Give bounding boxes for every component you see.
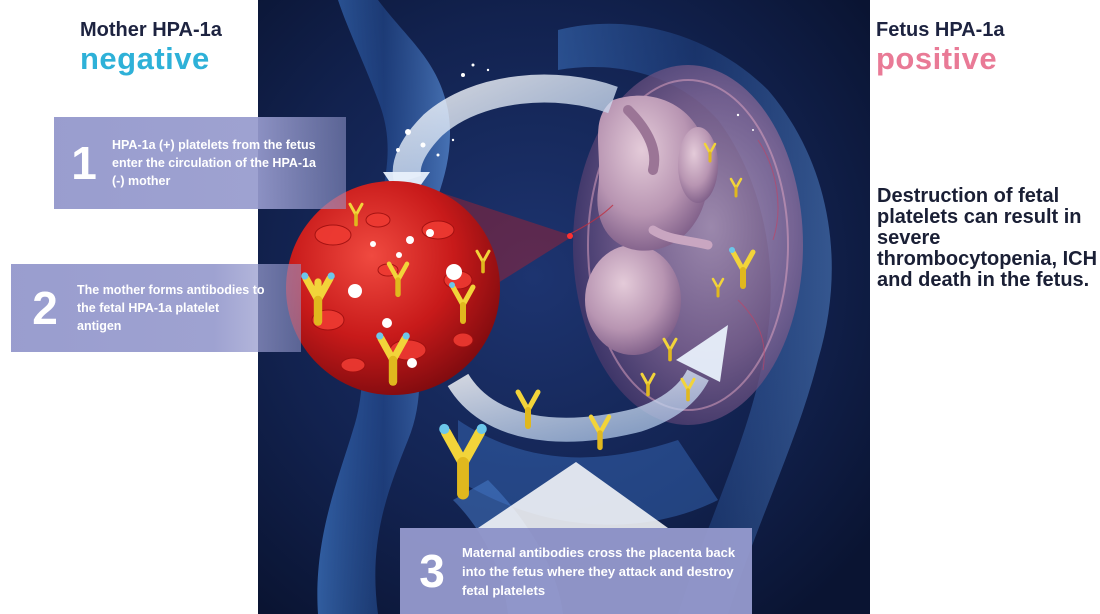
step-description: HPA-1a (+) platelets from the fetus ente… <box>112 136 322 190</box>
mother-title: Mother HPA-1a <box>80 18 222 42</box>
fetus-leg <box>678 127 718 203</box>
illustration-panel <box>258 0 870 614</box>
outcome-text: Destruction of fetal platelets can resul… <box>877 186 1099 291</box>
mother-status: negative <box>80 42 222 76</box>
fetus-title: Fetus HPA-1a <box>876 18 1005 42</box>
step-description: The mother forms antibodies to the fetal… <box>77 281 267 335</box>
mother-header: Mother HPA-1a negative <box>80 18 222 76</box>
step-description: Maternal antibodies cross the placenta b… <box>462 543 742 600</box>
step-3-callout: 3 Maternal antibodies cross the placenta… <box>400 528 752 614</box>
fetus-head <box>585 245 681 355</box>
step-number: 3 <box>412 544 452 598</box>
magnification-point <box>567 233 573 239</box>
step-2-callout: 2 The mother forms antibodies to the fet… <box>11 264 301 352</box>
step-number: 1 <box>64 136 104 190</box>
step-number: 2 <box>25 281 65 335</box>
step-1-callout: 1 HPA-1a (+) platelets from the fetus en… <box>54 117 346 209</box>
fetus-status: positive <box>876 42 1005 76</box>
fetus-header: Fetus HPA-1a positive <box>876 18 1005 76</box>
pregnancy-illustration <box>258 0 870 614</box>
